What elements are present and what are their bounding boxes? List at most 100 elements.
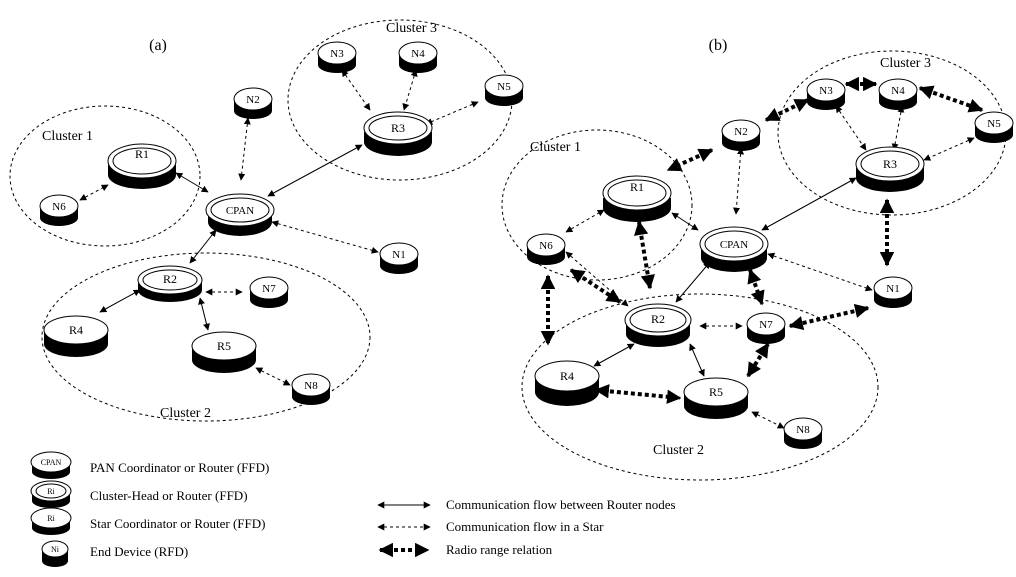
node-r4-a: R4 (43, 315, 109, 357)
panel-label-a: (a) (149, 37, 167, 54)
node-label: N5 (987, 118, 1001, 130)
radio-link-b-n6-r2 (569, 268, 622, 304)
node-n2-a: N2 (233, 87, 273, 119)
router-link-a-r2-r4 (99, 289, 141, 313)
node-n5-b: N5 (974, 111, 1014, 143)
star-link-b-n6-r2-star (565, 251, 629, 307)
router-link-b-cpan-r3 (761, 177, 857, 231)
legend-link-star: Communication flow in a Star (377, 519, 604, 534)
node-n4-a: N4 (398, 41, 438, 73)
node-label: R4 (69, 323, 83, 337)
star-link-a-n4-r3 (402, 69, 418, 111)
cluster-1-label-a: Cluster 1 (42, 129, 93, 144)
node-label: R3 (883, 157, 897, 171)
cluster-3-label-b: Cluster 3 (880, 56, 931, 71)
legend-icon-text: Ri (47, 514, 55, 523)
node-n4-b: N4 (878, 78, 918, 110)
node-r5-b: R5 (683, 377, 749, 419)
cluster-3-boundary-a (287, 19, 513, 181)
cluster-2-boundary-a (41, 252, 371, 422)
panel-label-b: (b) (709, 37, 728, 54)
node-label: R2 (651, 312, 665, 326)
node-label: N4 (411, 48, 425, 60)
node-label: R4 (560, 369, 574, 383)
cluster-2-label-a: Cluster 2 (160, 406, 211, 421)
node-label: R3 (391, 121, 405, 135)
radio-link-b-cpan-n7 (747, 268, 765, 306)
node-r3-a: R3 (363, 111, 433, 156)
radio-link-b-r1-r2 (634, 220, 655, 290)
router-link-a-cpan-r3 (267, 144, 363, 197)
radio-link-b-n2-r1 (666, 148, 714, 172)
legend-label: Radio range relation (446, 542, 553, 557)
node-n8-b: N8 (783, 417, 823, 449)
node-label: N7 (262, 283, 276, 295)
router-link-a-r1-cpan (175, 172, 209, 193)
diagram-b: Cluster 1 Cluster 2 Cluster 3 (501, 50, 1014, 481)
router-link-b-r2-r4 (593, 343, 635, 367)
node-label: R1 (630, 180, 644, 194)
node-label: R5 (709, 385, 723, 399)
star-link-b-n6-r1 (565, 209, 605, 233)
star-link-a-n3-r3 (341, 69, 371, 111)
cluster-1-label-b: Cluster 1 (530, 140, 581, 155)
legend-label: PAN Coordinator or Router (FFD) (90, 460, 269, 475)
node-n6-b: N6 (526, 233, 566, 265)
star-link-a-r5-n8 (255, 367, 291, 386)
legend-label: End Device (RFD) (90, 544, 188, 559)
star-link-a-n5-r3 (425, 101, 479, 125)
node-label: R5 (217, 339, 231, 353)
node-n3-b: N3 (806, 78, 846, 110)
node-label: N8 (304, 380, 318, 392)
router-link-b-cpan-r2 (675, 261, 711, 303)
node-label: CPAN (720, 239, 748, 251)
legend-link-radio-range: Radio range relation (378, 542, 553, 558)
router-link-a-r2-r5 (198, 297, 210, 331)
node-label: N6 (539, 240, 553, 252)
legend-node-star-coordinator: Ri Star Coordinator or Router (FFD) (30, 507, 265, 535)
node-label: N1 (392, 249, 405, 261)
node-label: CPAN (226, 205, 254, 217)
radio-link-b-r4-r5 (594, 384, 682, 404)
star-link-b-n4-r3 (891, 105, 905, 151)
node-label: N6 (52, 201, 66, 213)
star-link-b-r5-n8 (751, 411, 785, 429)
node-label: R1 (135, 147, 149, 161)
star-link-b-n2-cpan (732, 147, 745, 215)
node-n7-a: N7 (249, 276, 289, 308)
node-cpan-a: CPAN (205, 193, 275, 236)
node-n5-a: N5 (484, 74, 524, 106)
node-n7-b: N7 (746, 312, 786, 344)
star-link-a-n2-cpan (238, 117, 251, 181)
radio-link-b-n4-n5 (918, 85, 984, 113)
node-label: N8 (796, 424, 810, 436)
legend-node-end-device: Ni End Device (RFD) (41, 540, 188, 567)
legend-node-pan-coordinator: CPAN PAN Coordinator or Router (FFD) (30, 451, 269, 479)
node-r2-b: R2 (624, 303, 692, 347)
cluster-3-label-a: Cluster 3 (386, 21, 437, 36)
node-label: R2 (163, 272, 177, 286)
star-link-b-n5-r3 (923, 137, 975, 161)
node-r5-a: R5 (191, 331, 257, 373)
node-label: N3 (819, 85, 833, 97)
node-r1-a: R1 (107, 143, 177, 189)
node-label: N2 (734, 126, 747, 138)
legend-icon-text: Ri (47, 487, 55, 496)
node-label: N1 (886, 283, 899, 295)
node-label: N7 (759, 319, 773, 331)
node-r2-a: R2 (137, 265, 203, 302)
node-r3-b: R3 (855, 146, 925, 192)
node-n6-a: N6 (39, 194, 79, 226)
legend-icon-text: Ni (51, 545, 60, 554)
legend-label: Star Coordinator or Router (FFD) (90, 516, 265, 531)
legend: CPAN PAN Coordinator or Router (FFD) Ri … (30, 451, 676, 567)
legend-link-router: Communication flow between Router nodes (377, 497, 676, 512)
node-label: N5 (497, 81, 511, 93)
router-link-b-r1-cpan (671, 212, 699, 231)
legend-label: Communication flow in a Star (446, 519, 604, 534)
node-n2-b: N2 (721, 119, 761, 151)
node-n8-a: N8 (291, 373, 331, 405)
star-link-b-n3-r3 (835, 105, 867, 151)
